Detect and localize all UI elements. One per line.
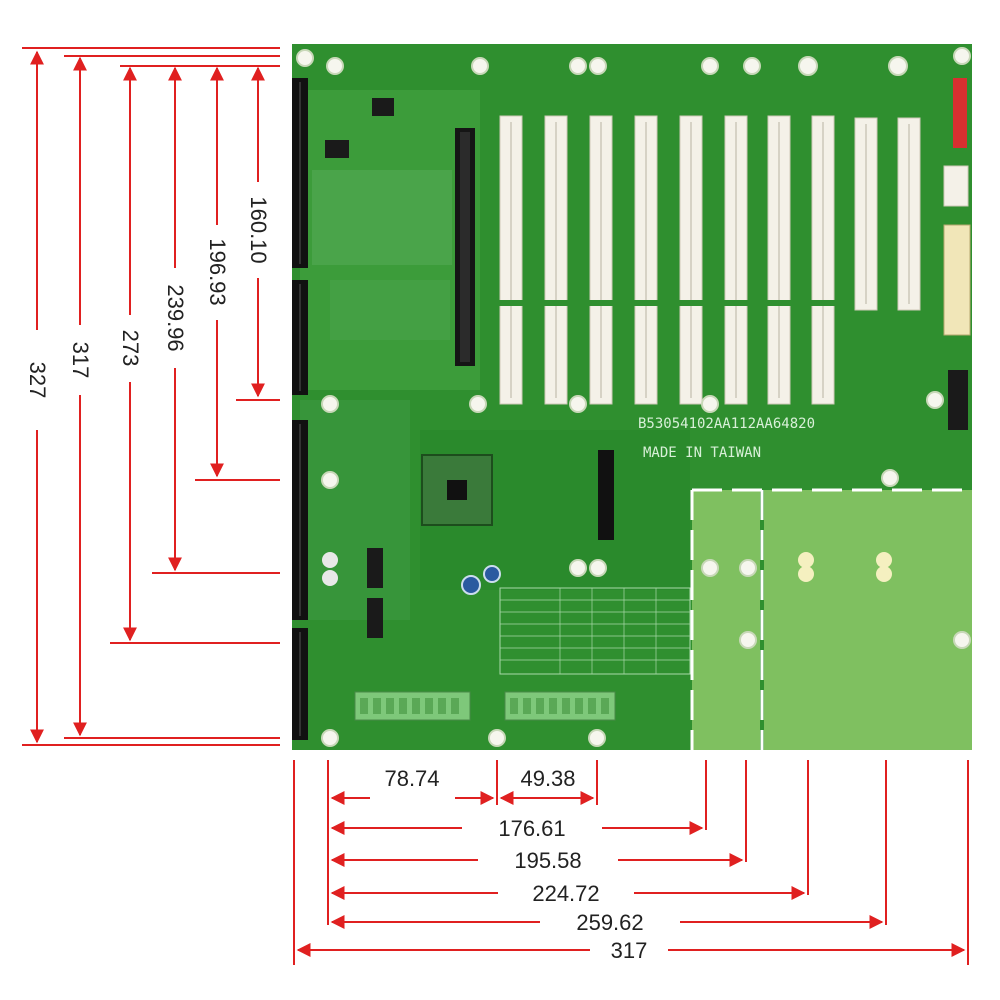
ic-4 (367, 598, 383, 638)
terminal-block-right (504, 691, 616, 721)
terminal-block-left (354, 691, 471, 721)
pcb-memory-area (312, 170, 452, 265)
horizontal-dimensions: 78.74 49.38 176.61 195.58 224.72 259.62 (293, 760, 969, 965)
ic-3 (367, 548, 383, 588)
vertical-dimensions: 327 317 273 239.96 196.93 160.10 (22, 47, 280, 746)
board-serial: B53054102AA112AA64820 (638, 416, 815, 432)
dim-h-317: 317 (296, 938, 966, 963)
chip-die (447, 480, 467, 500)
dim-v-160-10: 160.10 (246, 66, 271, 398)
capacitor-4 (322, 570, 338, 586)
board-origin: MADE IN TAIWAN (643, 445, 761, 461)
dim-h-224-72-label: 224.72 (532, 881, 599, 906)
power-connector-right (943, 224, 971, 336)
ic-2 (372, 98, 394, 116)
dim-h-195-58: 195.58 (330, 848, 744, 873)
dim-v-273: 273 (118, 66, 143, 642)
dim-h-78-74: 78.74 (330, 766, 495, 805)
dim-h-259-62: 259.62 (330, 910, 884, 935)
dim-v-196-93-label: 196.93 (205, 238, 230, 305)
dim-h-259-62-label: 259.62 (576, 910, 643, 935)
dim-h-49-38-label: 49.38 (520, 766, 575, 791)
dim-h-49-38: 49.38 (499, 766, 595, 805)
dim-v-317-label: 317 (68, 342, 93, 379)
dim-h-176-61-label: 176.61 (498, 816, 565, 841)
led-block (953, 78, 967, 148)
pin-header (598, 450, 614, 540)
capacitor-3 (322, 552, 338, 568)
dim-v-327: 327 (25, 50, 50, 744)
dim-h-176-61: 176.61 (330, 816, 704, 841)
pcb-region-bottom-left (300, 400, 410, 620)
dim-v-327-label: 327 (25, 362, 50, 399)
dim-v-160-10-label: 160.10 (246, 196, 271, 263)
pcb-panel-right-a (692, 490, 760, 750)
dim-v-196-93: 196.93 (205, 66, 230, 478)
capacitor-1 (461, 575, 481, 595)
dim-v-317: 317 (68, 56, 93, 737)
header-block-right (948, 370, 968, 430)
dim-v-273-label: 273 (118, 330, 143, 367)
pcb-memory-area-2 (330, 280, 450, 340)
dim-h-224-72: 224.72 (330, 881, 806, 906)
dim-h-317-label: 317 (611, 938, 648, 963)
capacitor-2 (483, 565, 501, 583)
routing-table (499, 587, 691, 675)
dim-h-78-74-label: 78.74 (384, 766, 439, 791)
dim-h-195-58-label: 195.58 (514, 848, 581, 873)
dim-v-239-96: 239.96 (163, 66, 188, 572)
pcb-panel-right-b (764, 490, 972, 750)
pcb-board: B53054102AA112AA64820 MADE IN TAIWAN (292, 44, 972, 750)
ic-1 (325, 140, 349, 158)
mounting-holes (296, 47, 971, 747)
power-connector-small (943, 165, 969, 207)
dim-v-239-96-label: 239.96 (163, 284, 188, 351)
